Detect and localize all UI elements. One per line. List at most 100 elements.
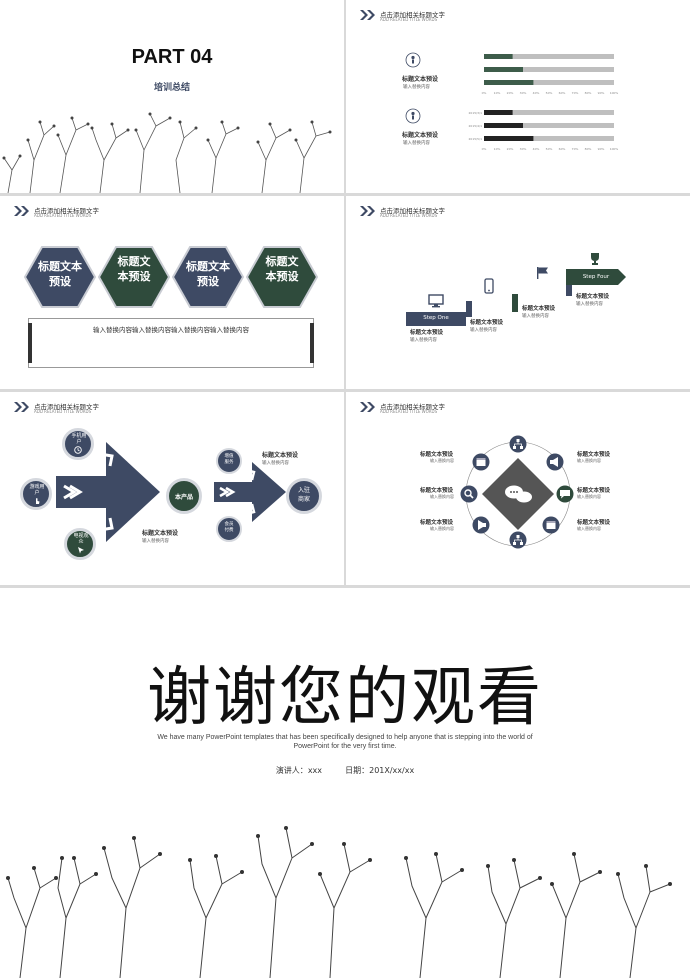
- circle-value-label: 增值服务: [224, 454, 234, 465]
- bar-track: [484, 123, 614, 128]
- circle-value-added: 增值服务: [216, 448, 242, 474]
- tick-label: 20%: [507, 91, 514, 95]
- bar: [484, 54, 513, 59]
- hex-1: 标题文本预设: [24, 246, 96, 308]
- trophy-icon: [591, 253, 599, 265]
- network-icon: [509, 531, 527, 549]
- circle-member-pay: 会员付费: [216, 516, 242, 542]
- phone-icon: [484, 278, 494, 294]
- big-arrow-left: [56, 442, 160, 542]
- header-subtitle: ADD RELATED TITLE WORDS: [34, 409, 92, 414]
- big-arrow-right: [214, 462, 286, 522]
- flow-sub-top: 输入替换内容: [262, 461, 289, 466]
- category-label: 2015/3/1: [469, 111, 483, 115]
- center-product-circle: 本产品: [166, 478, 202, 514]
- bar: [484, 67, 523, 72]
- chart2-sub: 输入替换内容: [403, 141, 430, 146]
- person-pin-icon: [405, 108, 421, 124]
- bar: [484, 136, 534, 141]
- tick-label: 60%: [559, 147, 566, 151]
- chevron-right-icon: [360, 402, 375, 412]
- clock-icon: [74, 446, 82, 454]
- circle-game-users: 游戏用户: [20, 478, 52, 510]
- slide-steps: 点击添加相关标题文字 ADD RELATED TITLE WORDS Step …: [346, 196, 690, 389]
- tick-label: 0%: [482, 91, 487, 95]
- tick-label: 90%: [598, 147, 605, 151]
- step-two-bar: [466, 301, 472, 317]
- hex-4-label: 标题文本预设: [265, 255, 299, 283]
- step-four-title: 标题文本预设: [576, 294, 610, 300]
- tick-label: 80%: [585, 147, 592, 151]
- bar-track: [484, 54, 614, 59]
- right-item-3-sub: 输入替换内容: [577, 526, 601, 531]
- network-icon: [509, 435, 527, 453]
- header-subtitle: ADD RELATED TITLE WORDS: [380, 409, 438, 414]
- chart2-title: 标题文本预设: [402, 132, 439, 139]
- bar-track: [484, 67, 614, 72]
- flag-icon: [537, 267, 548, 279]
- tick-label: 100%: [610, 91, 619, 95]
- calendar-icon: [542, 516, 560, 534]
- right-item-2-sub: 输入替换内容: [577, 494, 601, 499]
- circle-tv-label: 电视观众: [73, 533, 89, 545]
- header-subtitle: ADD RELATED TITLE WORDS: [34, 213, 92, 218]
- category-label: 2015/5/1: [469, 137, 483, 141]
- step-two-title: 标题文本预设: [470, 320, 504, 326]
- megaphone-icon: [472, 516, 490, 534]
- circle-mobile-label: 手机用户: [71, 433, 87, 445]
- tick-label: 10%: [494, 147, 501, 151]
- step-one-sub: 输入替换内容: [410, 338, 437, 343]
- left-item-3-sub: 输入替换内容: [430, 526, 454, 531]
- header-title: 点击添加相关标题文字: [34, 207, 99, 215]
- tick-label: 40%: [533, 147, 540, 151]
- left-item-3-title: 标题文本预设: [420, 520, 454, 526]
- category-label: 2015/4/1: [469, 124, 483, 128]
- end-merchant-circle: 入驻商家: [286, 478, 322, 514]
- step-four-bar: [566, 280, 572, 296]
- content-text: 输入替换内容输入替换内容输入替换内容输入替换内容: [93, 326, 249, 334]
- step-one-title: 标题文本预设: [410, 330, 444, 336]
- slide-thank-you: 谢谢您的观看 We have many PowerPoint templates…: [0, 588, 690, 978]
- bar: [484, 110, 513, 115]
- hex-1-label: 标题文本预设: [38, 260, 82, 288]
- step-three-sub: 输入替换内容: [522, 314, 549, 319]
- hex-4: 标题文本预设: [246, 246, 318, 308]
- right-item-1-title: 标题文本预设: [577, 452, 611, 458]
- slide-radial: 点击添加相关标题文字 ADD RELATED TITLE WORDS: [346, 392, 690, 585]
- content-box: 输入替换内容输入替换内容输入替换内容输入替换内容: [28, 318, 314, 368]
- header-subtitle: ADD RELATED TITLE WORDS: [380, 213, 438, 218]
- step-three-title: 标题文本预设: [522, 306, 556, 312]
- step-one-label: Step One: [423, 315, 449, 321]
- chevron-right-icon: [360, 10, 375, 20]
- presenter-value: xxx: [307, 766, 323, 775]
- circle-tv-viewers: 电视观众: [64, 528, 96, 560]
- tick-label: 100%: [610, 147, 619, 151]
- slide-hexagons: 点击添加相关标题文字 ADD RELATED TITLE WORDS 标题文本预…: [0, 196, 344, 389]
- tick-label: 0%: [482, 147, 487, 151]
- search-icon: [460, 485, 478, 503]
- step-two-sub: 输入替换内容: [470, 328, 497, 333]
- step-four-label: Step Four: [582, 274, 610, 280]
- hex-3-label: 标题文本预设: [186, 260, 230, 288]
- bar-chart-2: 2015/3/12015/4/12015/5/10%10%20%30%40%50…: [469, 110, 619, 151]
- flower-branches-image: [2, 112, 332, 193]
- step-three-bar: [512, 294, 518, 312]
- header-title: 点击添加相关标题文字: [380, 207, 445, 215]
- bar-track: [484, 136, 614, 141]
- header-subtitle: ADD RELATED TITLE WORDS: [380, 17, 438, 22]
- left-item-2-sub: 输入替换内容: [430, 494, 454, 499]
- tick-label: 50%: [546, 147, 553, 151]
- calendar-icon: [472, 453, 490, 471]
- tick-label: 10%: [494, 91, 501, 95]
- left-item-1-title: 标题文本预设: [420, 452, 454, 458]
- header-title: 点击添加相关标题文字: [380, 403, 445, 411]
- tick-label: 90%: [598, 91, 605, 95]
- chevron-right-icon: [360, 206, 375, 216]
- step-one-ribbon: Step One: [406, 312, 466, 326]
- tick-label: 50%: [546, 91, 553, 95]
- tick-label: 40%: [533, 91, 540, 95]
- right-item-1-sub: 输入替换内容: [577, 458, 601, 463]
- hex-3: 标题文本预设: [172, 246, 244, 308]
- part-title: PART 04: [131, 46, 213, 68]
- tick-label: 30%: [520, 91, 527, 95]
